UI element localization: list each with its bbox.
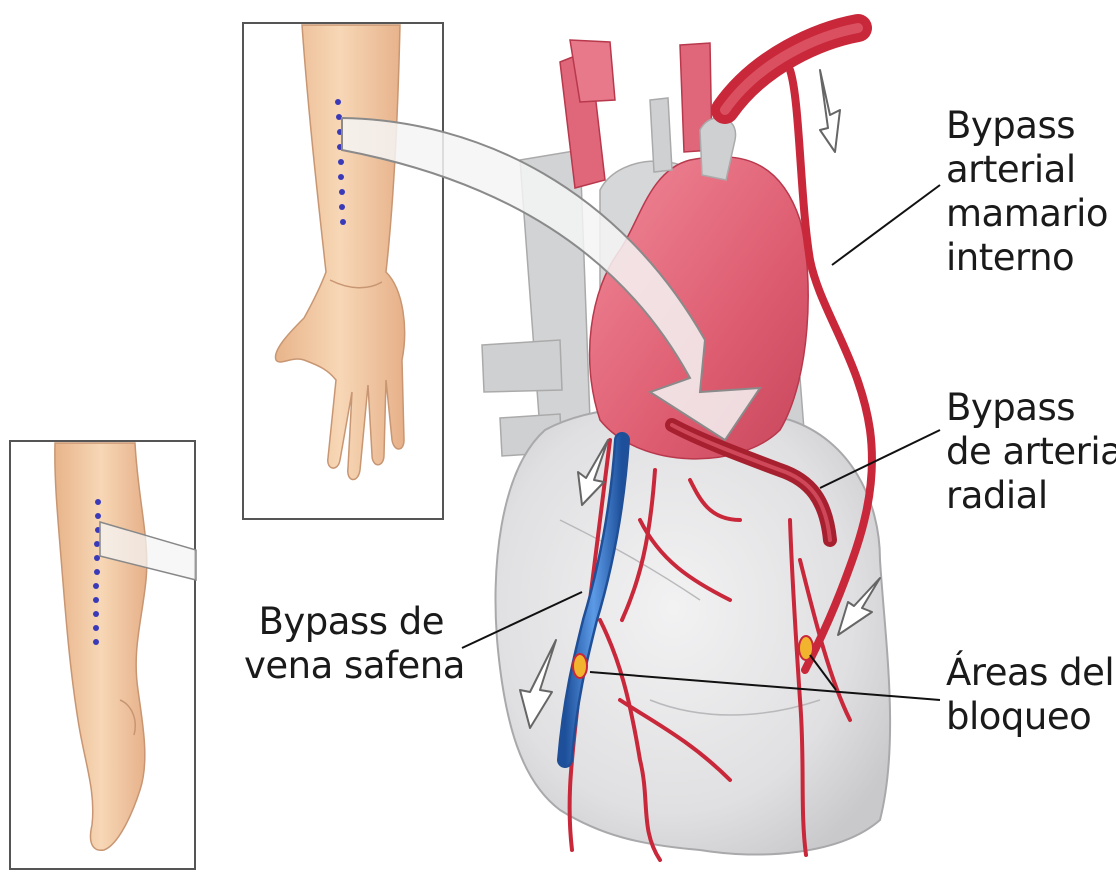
label-line: de arteria	[946, 430, 1116, 474]
heart-body	[495, 406, 890, 854]
label-internal-mammary-bypass: Bypass arterial mamario interno	[946, 104, 1108, 280]
pulmonary-vein-upper	[482, 340, 562, 392]
label-line: vena safena	[244, 644, 444, 688]
label-line: radial	[946, 474, 1116, 518]
aortic-branch-grey	[650, 98, 672, 172]
blockage-left	[573, 654, 587, 678]
label-radial-artery-bypass: Bypass de arteria radial	[946, 386, 1116, 518]
label-line: bloqueo	[946, 695, 1114, 739]
arm-inset	[243, 23, 443, 519]
label-line: Bypass	[946, 104, 1108, 148]
leg-inset	[10, 441, 196, 869]
label-line: Bypass	[946, 386, 1116, 430]
leader-mamario	[832, 185, 940, 265]
label-line: interno	[946, 236, 1108, 280]
label-line: arterial	[946, 148, 1108, 192]
flow-arrow-mammary	[820, 70, 840, 152]
heart	[482, 28, 890, 860]
label-line: mamario	[946, 192, 1108, 236]
label-saphenous-vein-bypass: Bypass de vena safena	[244, 600, 444, 688]
label-line: Bypass de	[244, 600, 444, 644]
label-blockage-areas: Áreas del bloqueo	[946, 651, 1114, 739]
label-line: Áreas del	[946, 651, 1114, 695]
